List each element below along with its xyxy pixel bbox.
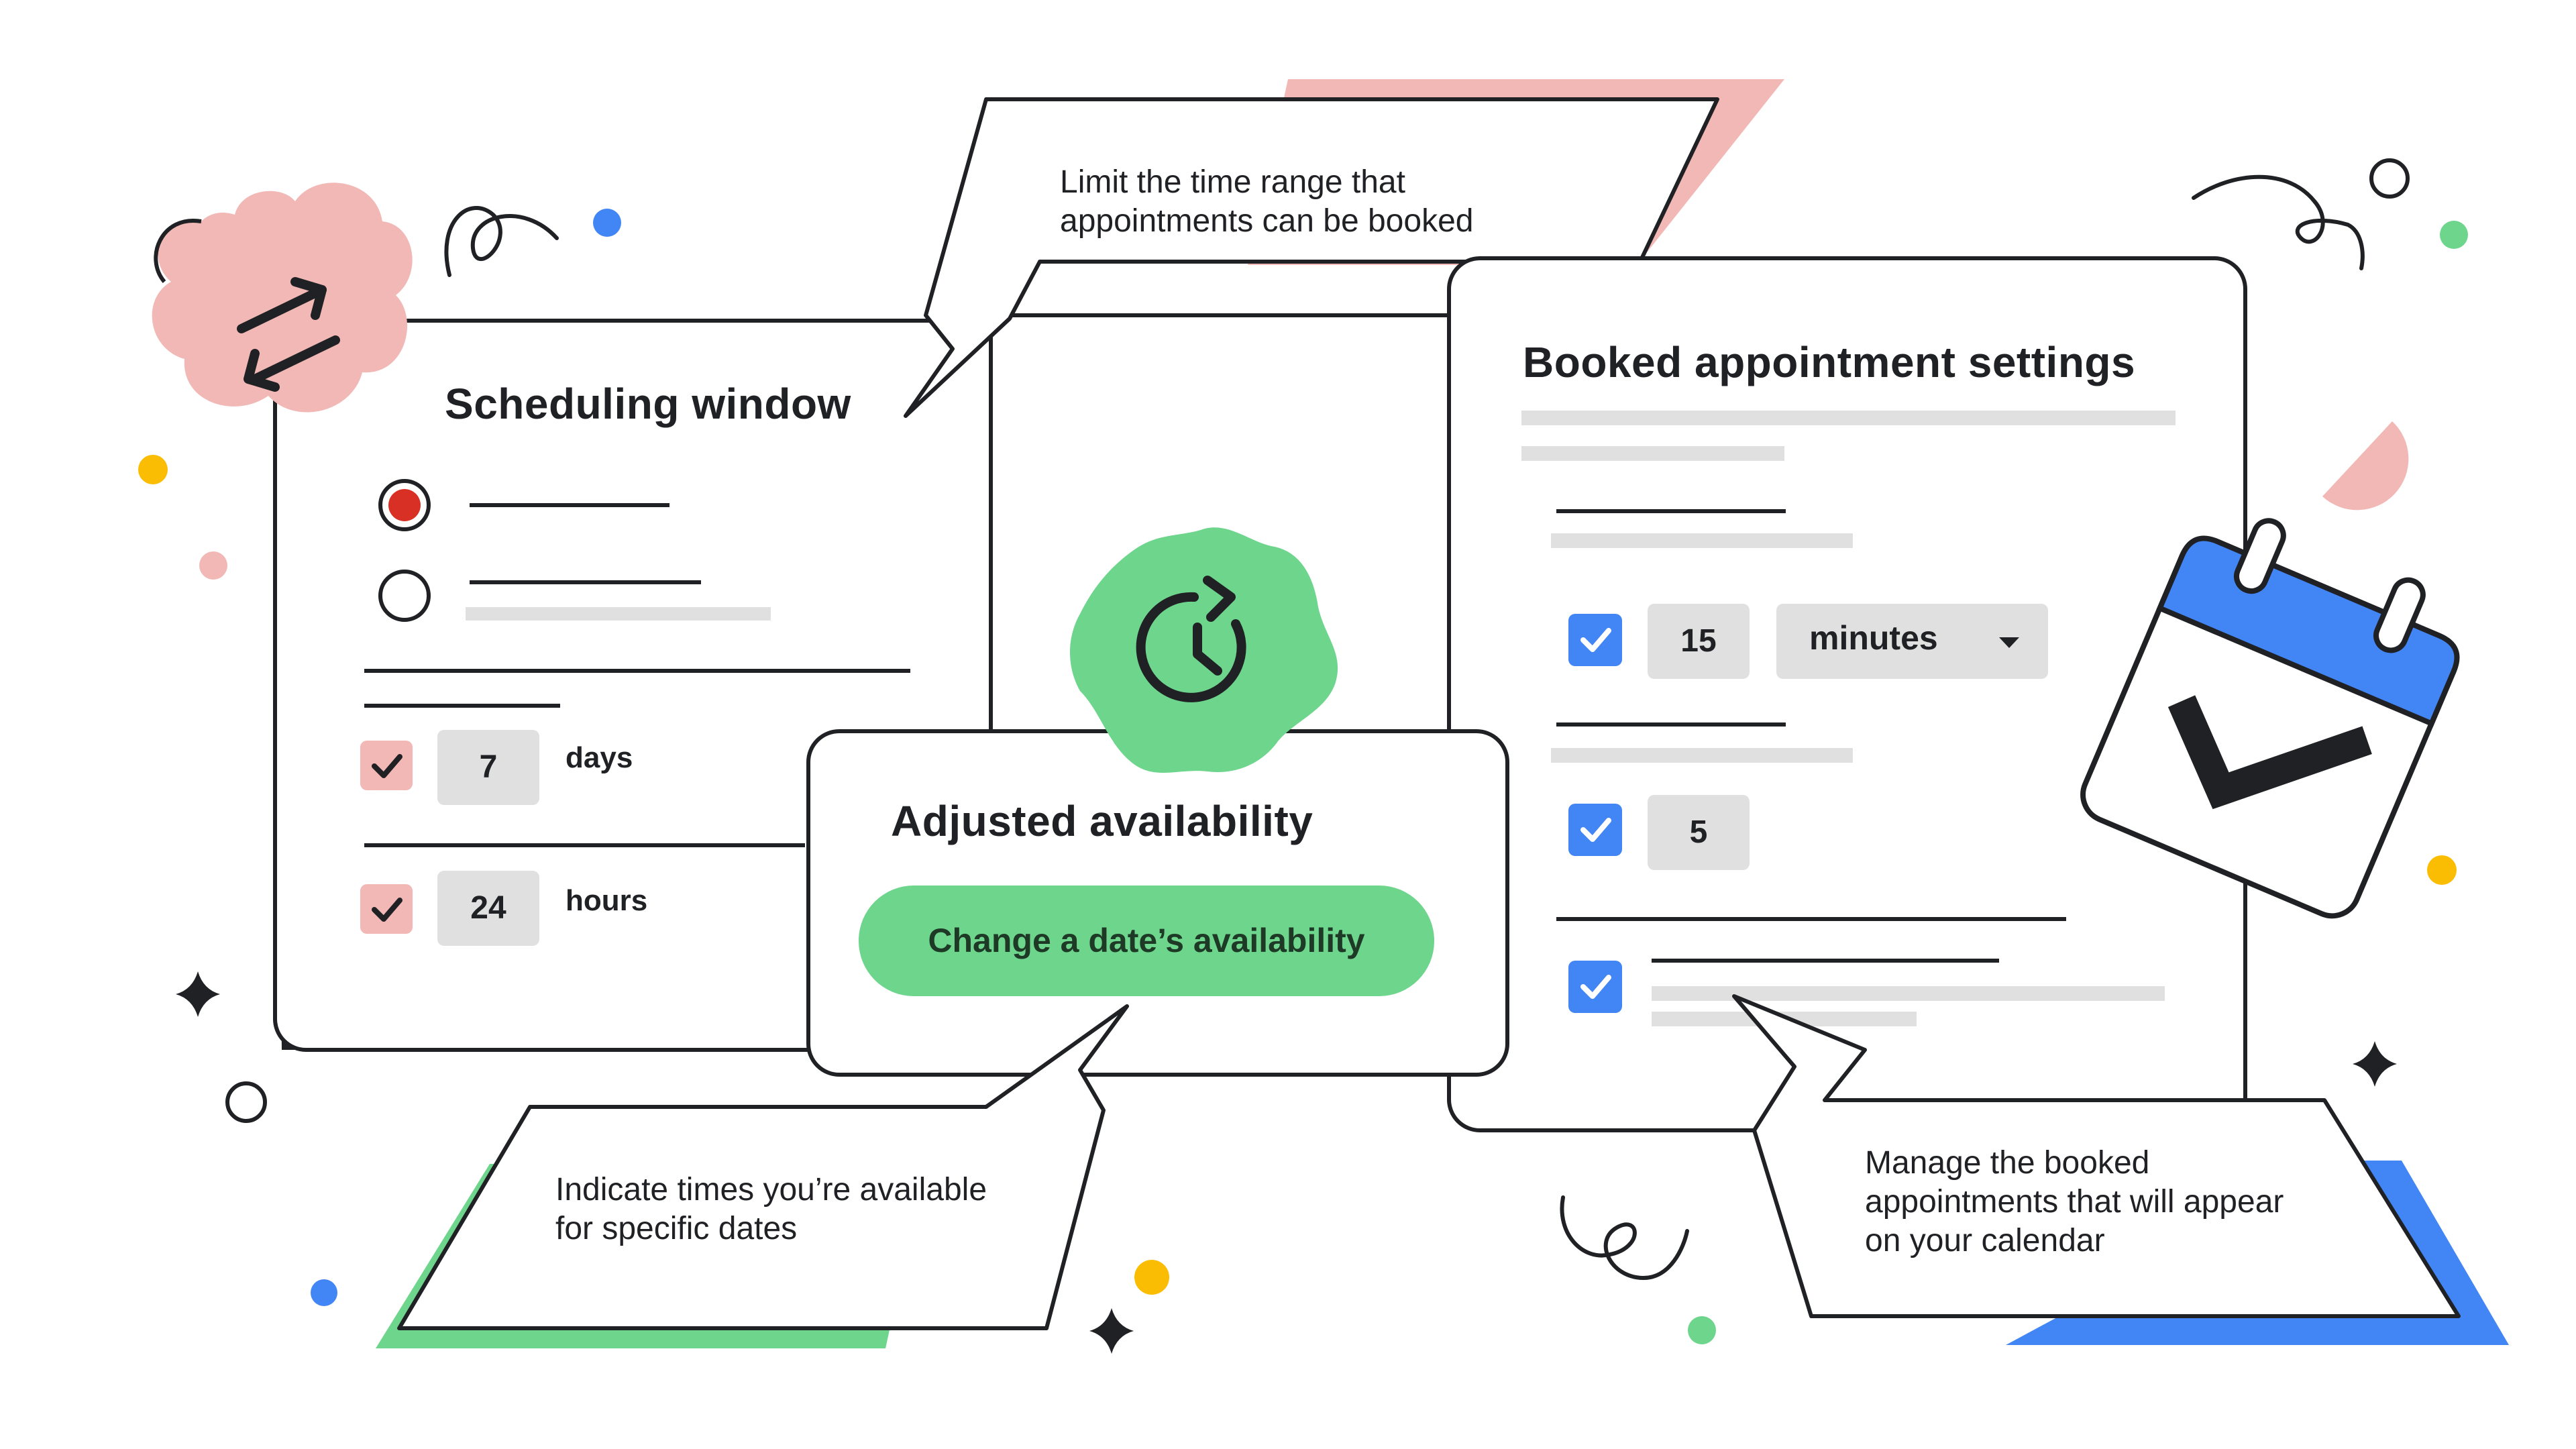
check-icon [372, 898, 402, 922]
duration-value: 15 [1680, 623, 1717, 659]
decor-dot [1134, 1260, 1169, 1295]
decor-dot [2427, 855, 2457, 885]
adjusted-availability-title: Adjusted availability [891, 797, 1313, 845]
sync-checkbox[interactable] [1568, 961, 1622, 1013]
check-icon [1580, 628, 1611, 652]
duration-unit-dropdown[interactable] [1776, 604, 2048, 679]
time-range-callout-text: Limit the time range that appointments c… [1060, 164, 1474, 239]
placeholder-bar [1521, 446, 1784, 461]
decor-ring [225, 1081, 267, 1123]
days-unit-label: days [566, 741, 633, 774]
radio-option-unselected[interactable] [378, 570, 431, 622]
booked-settings-title: Booked appointment settings [1523, 338, 2136, 386]
placeholder-bar [1551, 748, 1853, 763]
sparkle-icon [176, 971, 220, 1017]
placeholder-bar [1521, 411, 2176, 425]
decor-half-circle [2322, 421, 2409, 511]
change-date-availability-label: Change a date’s availability [928, 922, 1365, 959]
placeholder-bar [1652, 986, 2165, 1001]
radio-selected-dot [388, 489, 421, 521]
days-value: 7 [479, 749, 498, 785]
duration-checkbox[interactable] [1568, 614, 1622, 666]
hours-value: 24 [470, 890, 506, 926]
clock-badge [1070, 527, 1338, 773]
check-icon [1580, 975, 1611, 999]
placeholder-bar [1551, 533, 1853, 548]
swap-icon-cloud-outline [154, 218, 202, 283]
decor-squiggle [444, 206, 559, 277]
decor-dot [593, 209, 621, 237]
swap-arrows-icon [237, 277, 340, 392]
sparkle-icon [1089, 1308, 1134, 1354]
decor-ring [2369, 158, 2410, 199]
booked-callout-bubble [1732, 994, 2461, 1318]
days-checkbox[interactable] [360, 741, 413, 790]
specific-dates-callout-bubble [397, 1004, 1129, 1330]
duration-unit-label: minutes [1809, 619, 1938, 657]
decor-dot [311, 1279, 337, 1306]
booked-callout-text: Manage the booked appointments that will… [1865, 1145, 2284, 1258]
calendar-check-icon [2080, 518, 2460, 919]
decor-dot [2440, 221, 2468, 249]
decor-dot [138, 455, 168, 484]
decor-squiggle [2192, 174, 2365, 270]
hours-unit-label: hours [566, 884, 648, 917]
decor-dot [1688, 1316, 1716, 1344]
placeholder-bar [466, 607, 771, 621]
max-checkbox[interactable] [1568, 804, 1622, 856]
hours-checkbox[interactable] [360, 884, 413, 934]
days-value-field[interactable] [437, 730, 539, 805]
swap-icon-cloud [152, 182, 413, 413]
check-icon [372, 754, 402, 778]
chevron-down-icon [1999, 637, 2019, 648]
decor-squiggle [1560, 1195, 1689, 1281]
specific-dates-callout-text: Indicate times you’re available for spec… [555, 1172, 987, 1246]
check-icon [1580, 818, 1611, 842]
clock-refresh-icon [1136, 576, 1246, 702]
time-range-callout-bubble [904, 97, 1719, 418]
decor-dot [199, 551, 227, 580]
scheduling-window-title: Scheduling window [445, 380, 851, 428]
change-date-availability-button[interactable] [859, 885, 1434, 996]
sparkle-icon [2353, 1041, 2397, 1087]
hours-value-field[interactable] [437, 871, 539, 946]
duration-value-field[interactable] [1648, 604, 1750, 679]
max-value: 5 [1689, 814, 1708, 850]
max-value-field[interactable] [1648, 795, 1750, 870]
